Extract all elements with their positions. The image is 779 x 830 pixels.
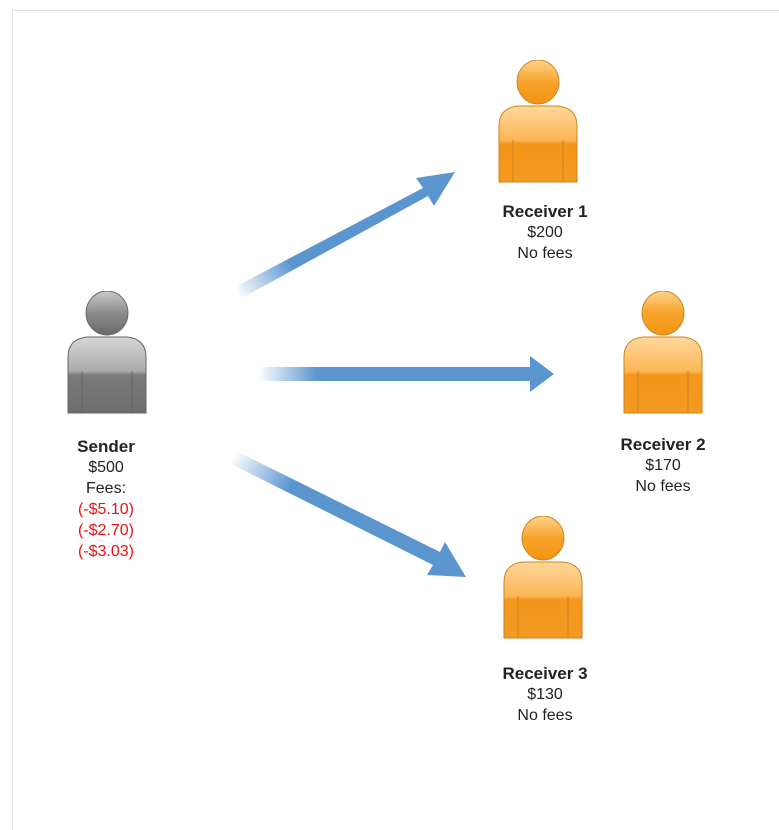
receiver-1-amount: $200 xyxy=(527,224,563,241)
receiver-1-fee-note: No fees xyxy=(517,245,573,262)
receiver-1-name: Receiver 1 xyxy=(502,202,588,221)
receiver-2-fee-note: No fees xyxy=(635,478,691,495)
sender-fee-2: (-$2.70) xyxy=(77,522,135,539)
sender-person-icon xyxy=(67,291,147,414)
receiver-2-amount: $170 xyxy=(645,457,681,474)
receiver-1-person-icon xyxy=(498,60,578,183)
receiver-3-name: Receiver 3 xyxy=(502,664,588,683)
arrow-to-receiver-1 xyxy=(235,172,455,298)
transfer-arrows xyxy=(229,172,554,577)
sender-fee-1: (-$5.10) xyxy=(77,501,135,518)
receiver-2-person-icon xyxy=(623,291,703,414)
sender-name: Sender xyxy=(77,437,135,456)
sender-label: Sender $500 Fees: (-$5.10) (-$2.70) (-$3… xyxy=(77,436,135,562)
sender-fee-3: (-$3.03) xyxy=(77,543,135,560)
diagram-frame xyxy=(12,10,779,830)
arrow-to-receiver-3 xyxy=(229,451,466,577)
receiver-1-label: Receiver 1 $200 No fees xyxy=(502,201,587,264)
receiver-3-label: Receiver 3 $130 No fees xyxy=(502,663,587,726)
receiver-3-person-icon xyxy=(503,516,583,639)
receiver-2-label: Receiver 2 $170 No fees xyxy=(620,434,705,497)
sender-amount: $500 xyxy=(88,459,124,476)
sender-fees-label: Fees: xyxy=(85,480,127,497)
receiver-3-amount: $130 xyxy=(527,686,563,703)
arrow-to-receiver-2 xyxy=(258,356,554,392)
receiver-2-name: Receiver 2 xyxy=(620,435,706,454)
receiver-3-fee-note: No fees xyxy=(517,707,573,724)
